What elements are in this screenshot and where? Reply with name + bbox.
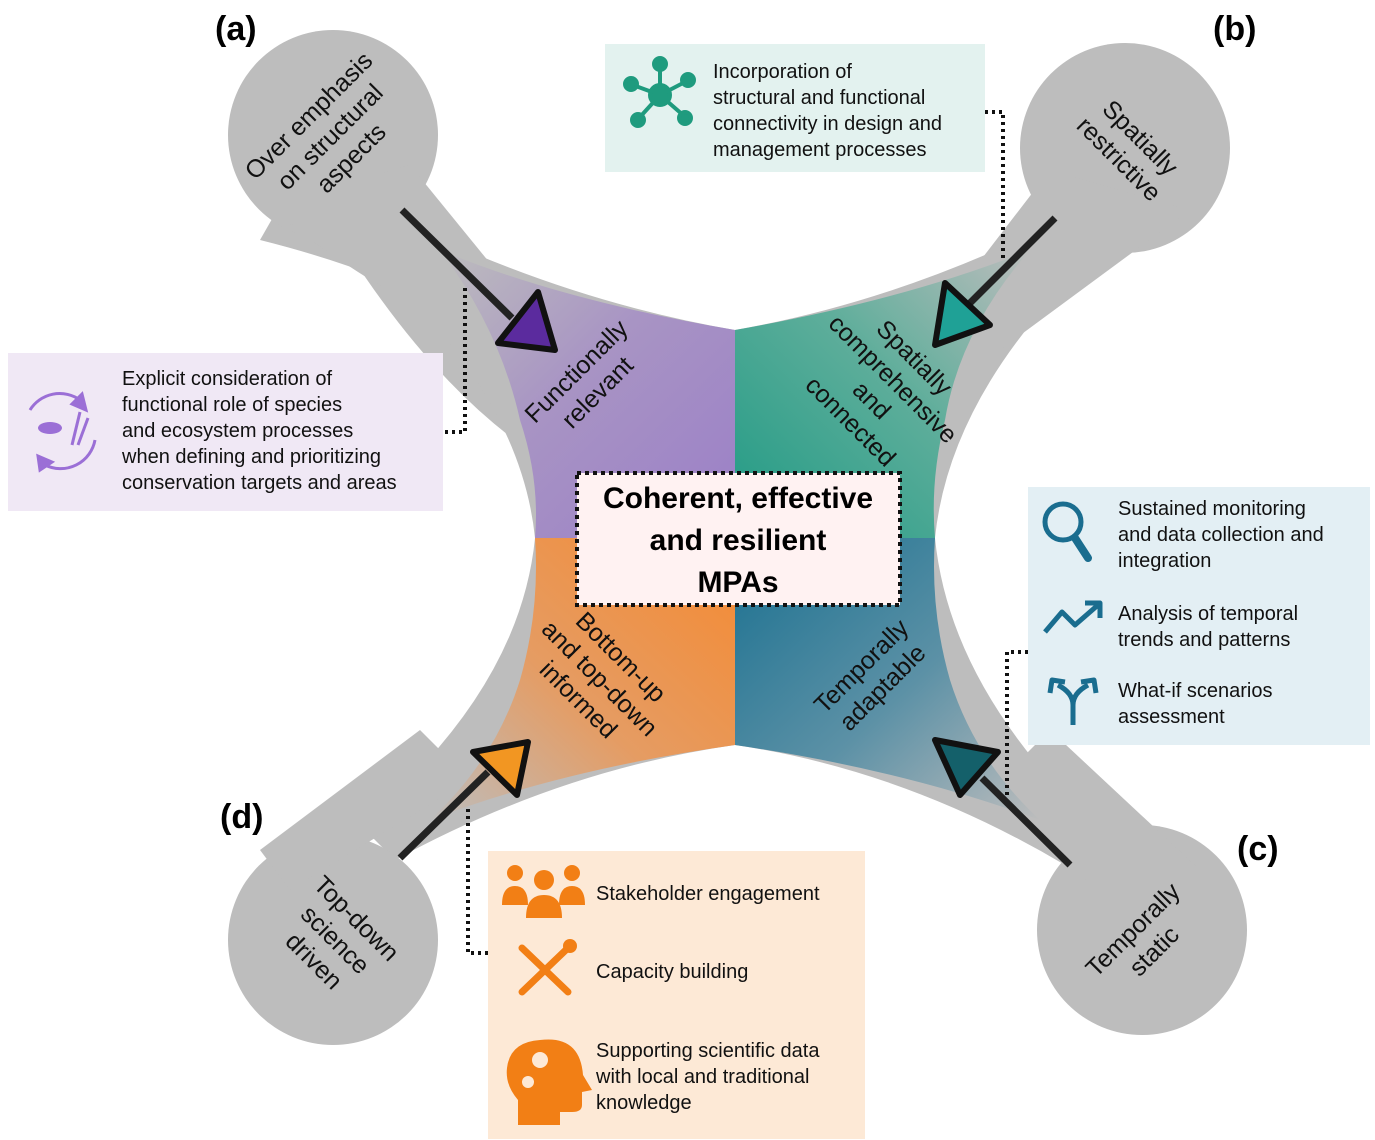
box-c: Sustained monitoring and data collection…: [1028, 487, 1370, 745]
magnifier-icon: [1042, 501, 1092, 562]
box-d-item-2-line-1: Capacity building: [596, 961, 748, 983]
box-b-line-2: structural and functional: [713, 87, 925, 109]
box-d-item-3-line-1: Supporting scientific data: [596, 1040, 820, 1062]
box-c-item-2-line-1: Analysis of temporal: [1118, 603, 1298, 625]
panel-label-a: (a): [215, 10, 257, 48]
panel-label-c: (c): [1237, 830, 1279, 868]
dotted-connectors: [445, 110, 1028, 955]
box-a-line-4: when defining and prioritizing: [121, 446, 381, 468]
arm-d-band: [260, 730, 470, 890]
box-c-item-1-line-1: Sustained monitoring: [1118, 498, 1306, 520]
box-b-line-1: Incorporation of: [713, 61, 852, 83]
box-b-background: [605, 44, 985, 172]
center-title: Coherent, effective and resilient MPAs: [603, 482, 873, 599]
box-a-line-2: functional role of species: [122, 394, 342, 416]
people-group-icon: [502, 865, 585, 918]
box-b: Incorporation of structural and function…: [605, 44, 985, 172]
box-c-item-2-line-2: trends and patterns: [1118, 629, 1290, 651]
center-box: [575, 471, 902, 607]
arm-b-band: [950, 170, 1190, 350]
box-b-line-3: connectivity in design and: [713, 113, 942, 135]
arm-a-band: [270, 165, 520, 350]
head-gears-icon: [506, 1039, 592, 1125]
node-d-circle: [228, 835, 438, 1045]
trend-arrow-icon: [1043, 600, 1103, 634]
box-d-item-1-line-1: Stakeholder engagement: [596, 883, 820, 905]
center-line-1: Coherent, effective: [603, 482, 873, 515]
center-line-2: and resilient: [650, 524, 827, 557]
arrow-b: [932, 215, 1058, 348]
panel-label-b: (b): [1213, 10, 1256, 48]
arrow-d: [397, 739, 531, 861]
box-a-line-1: Explicit consideration of: [122, 368, 333, 390]
network-icon: [623, 56, 696, 128]
split-arrows-icon: [1047, 677, 1099, 725]
box-a-background: [8, 353, 443, 511]
box-a: Explicit consideration of functional rol…: [8, 353, 443, 511]
arrow-a: [399, 207, 558, 353]
box-c-item-1-line-3: integration: [1118, 550, 1211, 572]
node-d-text: Top-down science driven: [280, 871, 405, 996]
panel-label-d: (d): [220, 798, 263, 836]
center-line-3: MPAs: [697, 566, 778, 599]
arrow-c: [932, 737, 1073, 868]
box-c-item-3-line-1: What-if scenarios: [1118, 680, 1273, 702]
box-b-line-4: management processes: [713, 139, 926, 161]
box-d-item-3-line-2: with local and traditional: [595, 1066, 809, 1088]
connector-c: [1005, 650, 1028, 795]
box-c-item-3-line-2: assessment: [1118, 706, 1225, 728]
box-a-line-3: and ecosystem processes: [122, 420, 353, 442]
box-d-item-3-line-3: knowledge: [596, 1092, 692, 1114]
ecosystem-cycle-icon: [28, 391, 97, 473]
box-c-item-1-line-2: and data collection and: [1118, 524, 1324, 546]
wrench-screwdriver-icon: [518, 939, 577, 996]
box-d: Stakeholder engagement Capacity building…: [488, 851, 865, 1139]
box-a-line-5: conservation targets and areas: [122, 472, 397, 494]
